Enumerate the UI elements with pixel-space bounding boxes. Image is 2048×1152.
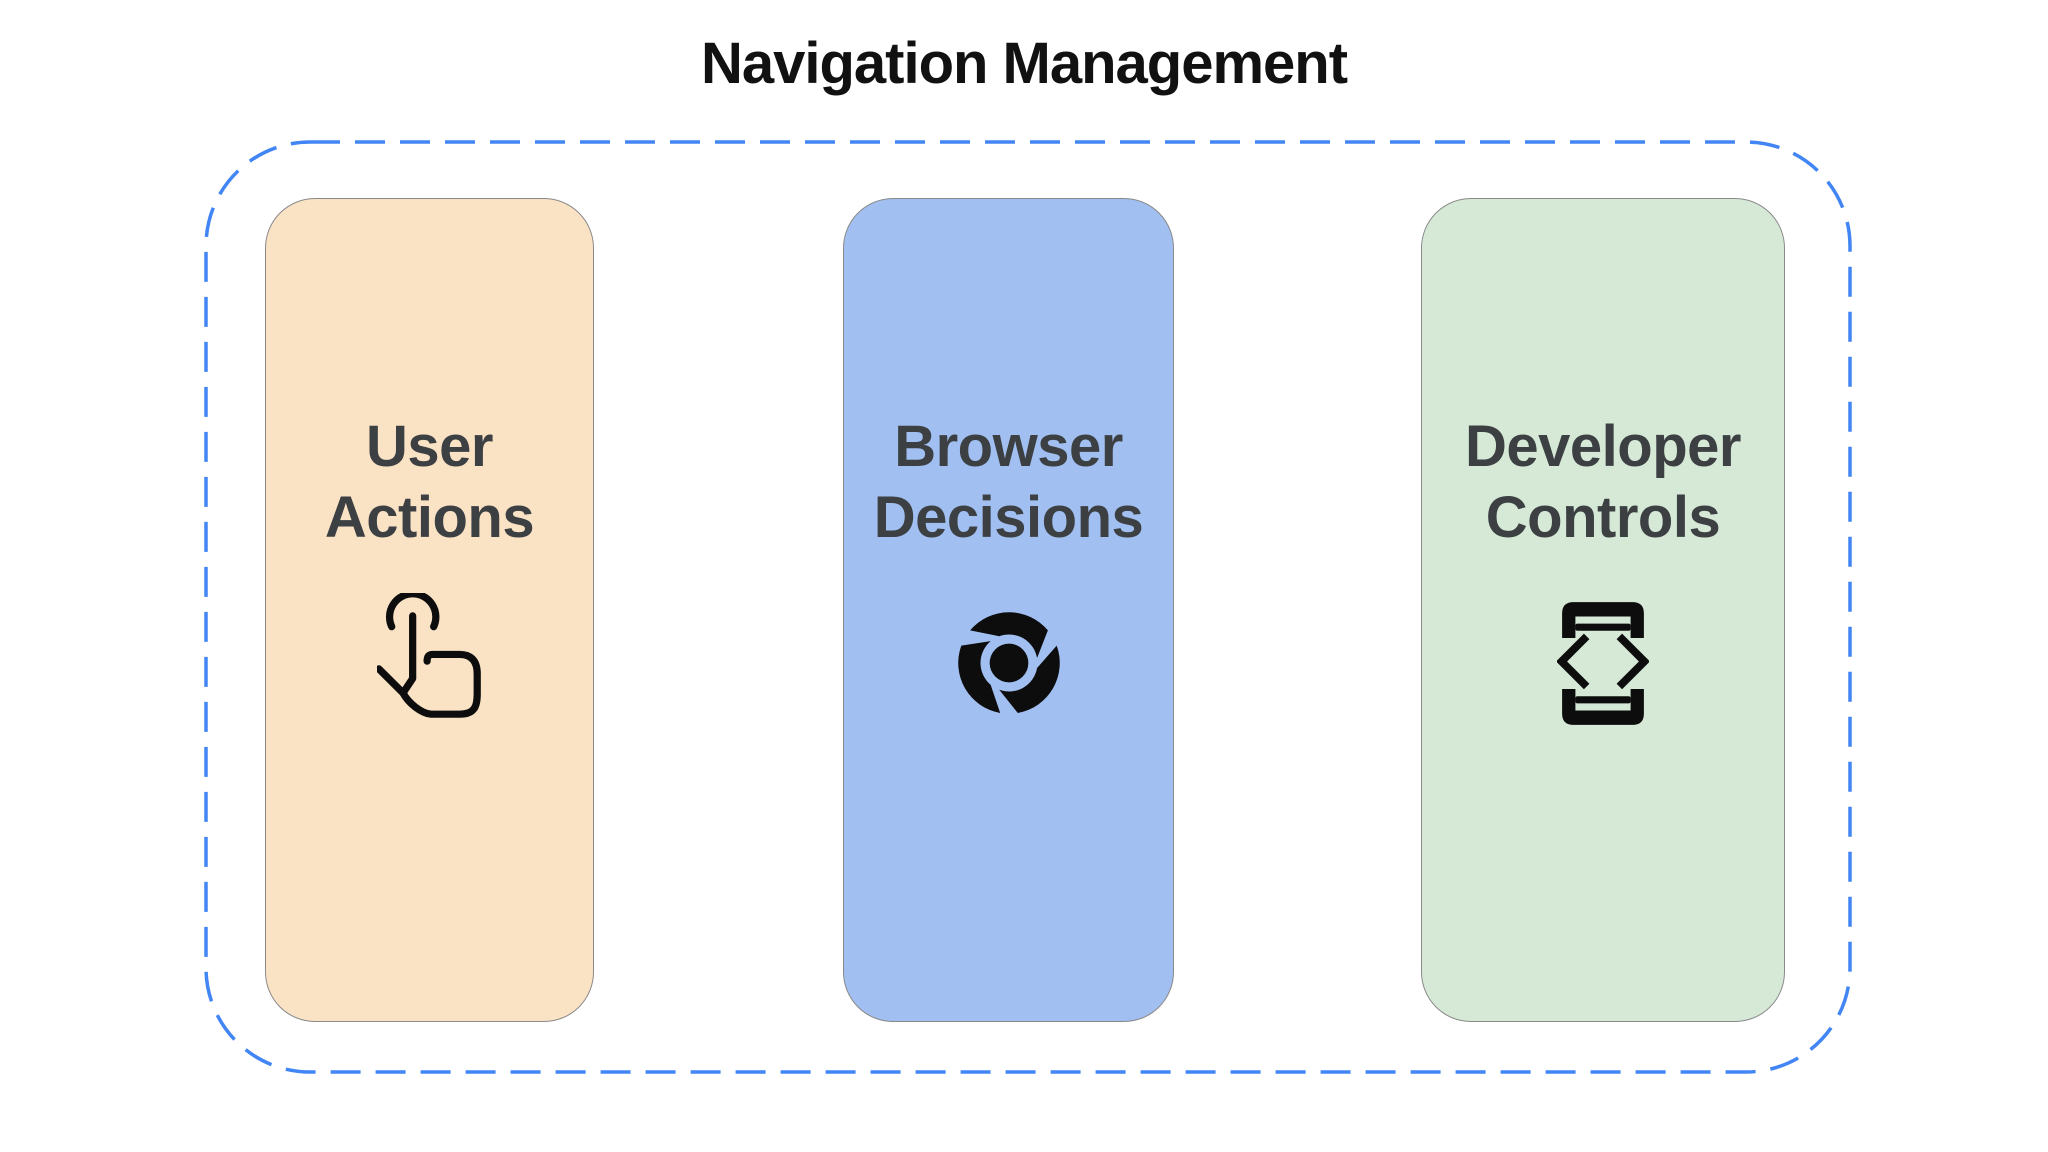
diagram-title: Navigation Management	[700, 31, 1348, 96]
card-label-line: Actions	[324, 485, 535, 550]
developer-mode-icon	[1557, 602, 1649, 725]
card-browser-decisions-label: Browser Decisions	[874, 411, 1144, 553]
card-label-line: Developer	[1465, 414, 1741, 479]
card-developer-controls: Developer Controls	[1421, 198, 1785, 1022]
dashed-group-border	[204, 140, 1852, 1074]
touch-gesture-icon	[376, 593, 481, 718]
dashed-border-rect	[204, 140, 1852, 1074]
card-label-line: Decisions	[873, 485, 1144, 550]
card-browser-decisions: Browser Decisions	[843, 198, 1174, 1022]
card-developer-controls-label: Developer Controls	[1465, 411, 1741, 553]
card-user-actions: User Actions	[265, 198, 594, 1022]
chrome-browser-icon	[957, 612, 1060, 713]
card-user-actions-label: User Actions	[324, 411, 535, 553]
card-label-line: Controls	[1485, 485, 1721, 550]
card-label-line: Browser	[894, 414, 1123, 479]
card-label-line: User	[366, 414, 493, 479]
